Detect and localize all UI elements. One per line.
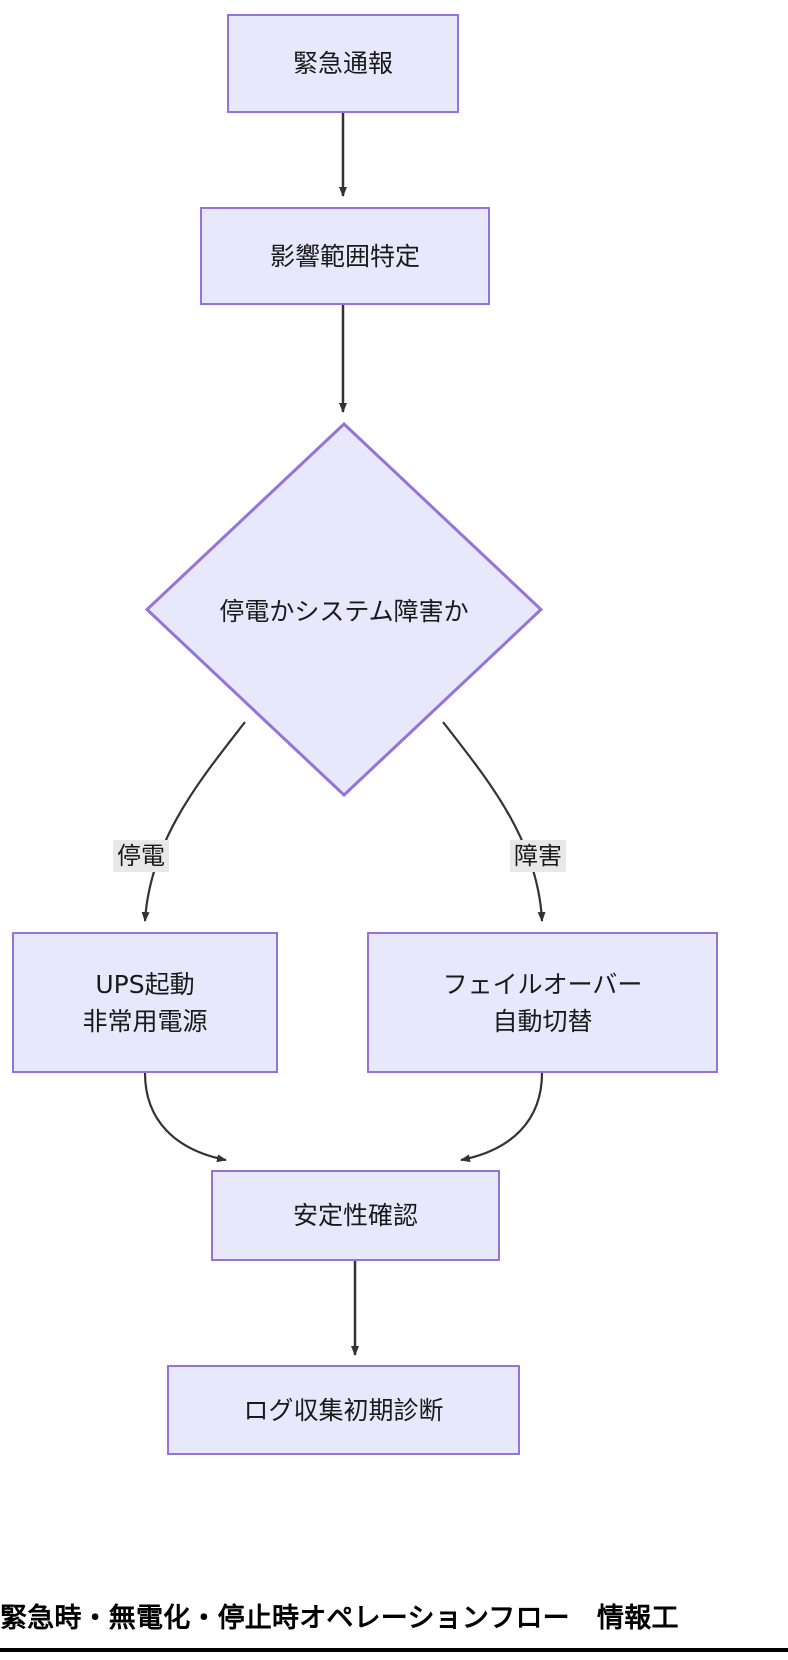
edge-label-failure: 障害 [510,840,566,872]
edge-label-blackout: 停電 [113,840,169,872]
flow-node-ups[interactable]: UPS起動 非常用電源 [12,932,278,1073]
flow-node-start-label: 緊急通報 [292,49,393,78]
flow-node-stable[interactable]: 安定性確認 [211,1170,500,1261]
flow-node-ups-label-line1: UPS起動 [95,969,195,999]
edge-decision-to-failover [442,721,546,922]
flow-node-decision[interactable]: 停電かシステム障害か [145,422,543,797]
flow-node-failover-label-line2: 自動切替 [492,1006,593,1036]
edge-decision-to-ups [141,721,246,922]
caption-divider [0,1648,788,1652]
flow-node-stable-label: 安定性確認 [292,1201,418,1230]
flow-node-decision-label: 停電かシステム障害か [219,596,469,626]
flow-node-log[interactable]: ログ収集初期診断 [167,1365,520,1455]
flow-node-failover[interactable]: フェイルオーバー 自動切替 [367,932,718,1073]
flow-node-start[interactable]: 緊急通報 [227,14,459,113]
flow-node-failover-label-line1: フェイルオーバー [442,969,643,999]
flow-node-scope[interactable]: 影響範囲特定 [200,207,490,305]
diagram-caption: 緊急時・無電化・停止時オペレーションフロー 情報工 [0,1603,679,1634]
flow-node-scope-label: 影響範囲特定 [269,241,420,271]
edge-ups-to-stable [143,1072,227,1163]
diamond-shape-icon [145,422,543,797]
flow-node-ups-label-line2: 非常用電源 [82,1006,208,1036]
flow-node-log-label: ログ収集初期診断 [243,1395,444,1425]
edge-failover-to-stable [460,1072,544,1163]
